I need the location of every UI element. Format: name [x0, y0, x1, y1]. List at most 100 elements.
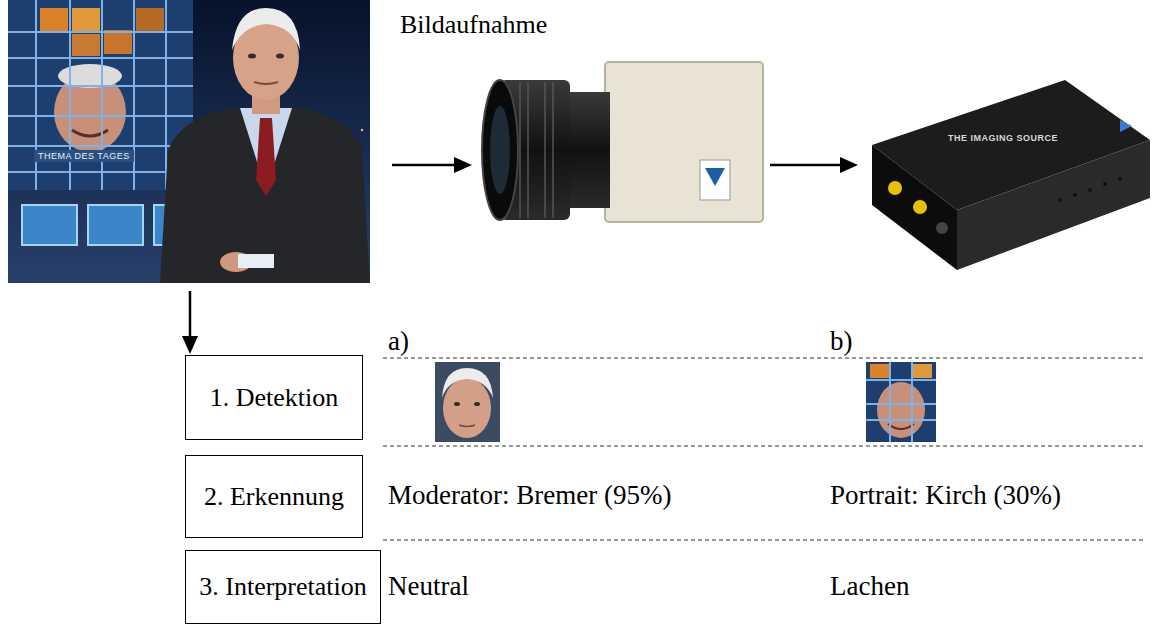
box-label: 2. Erkennung — [204, 482, 344, 512]
arrow-connector — [392, 157, 472, 173]
lens-ring — [552, 82, 554, 218]
thumb-face — [443, 378, 491, 438]
box-led — [1120, 120, 1132, 132]
wall-grid — [8, 0, 193, 190]
arrow-line — [392, 164, 456, 167]
grid-line — [8, 85, 193, 87]
grid-line — [8, 171, 193, 173]
tie — [256, 118, 276, 196]
separators — [383, 358, 1145, 540]
converter-box — [872, 80, 1150, 270]
result-text: Moderator: Bremer (95%) — [388, 480, 671, 511]
monitor — [22, 205, 77, 245]
studio-photo-node: THEMA DES TAGES — [8, 0, 370, 283]
eye — [276, 54, 284, 59]
portrait-hair — [58, 64, 122, 88]
grid-line — [866, 379, 936, 381]
converter-node: THE IMAGING SOURCE — [870, 78, 1150, 273]
arrow-head — [840, 157, 858, 173]
result-text: Portrait: Kirch (30%) — [830, 480, 1061, 511]
process-box: 1. Detektion — [185, 355, 363, 440]
portrait-thumbnail — [866, 362, 936, 442]
camera — [482, 62, 763, 222]
hair — [232, 8, 300, 50]
vent — [1118, 177, 1122, 181]
connector — [888, 181, 902, 195]
suit — [160, 108, 370, 283]
camera-body — [605, 62, 763, 222]
photo-ground — [8, 0, 370, 283]
tile — [136, 8, 164, 32]
thumb-mouth — [888, 424, 914, 429]
column-label: a) — [388, 326, 409, 357]
arrow-line — [770, 164, 842, 167]
vent — [1088, 188, 1092, 192]
studio-photo — [8, 0, 370, 283]
lens-rings — [520, 82, 553, 218]
grid-line — [8, 57, 193, 59]
process-box: 3. Interpretation — [185, 550, 381, 624]
arrow-line — [189, 291, 192, 338]
camera-logo — [705, 168, 725, 186]
camera-logo-plate — [700, 160, 730, 200]
arrow-connector — [770, 157, 858, 173]
thumb-ground — [435, 362, 500, 442]
connector — [936, 222, 948, 234]
thumb-eye — [454, 402, 460, 406]
tile — [40, 8, 68, 32]
result-text: Lachen — [830, 571, 909, 602]
dashed-line — [383, 540, 1145, 541]
lens-ring — [519, 82, 521, 218]
process-box: 2. Erkennung — [185, 455, 363, 538]
dashed-line — [383, 358, 1145, 359]
lens-front — [482, 80, 518, 220]
tile — [72, 34, 100, 56]
grid-line — [866, 403, 936, 405]
video-wall — [8, 0, 193, 190]
grid-line — [911, 362, 913, 442]
monitor — [88, 205, 143, 245]
thumb-mouth — [459, 425, 475, 427]
thumb-eye — [474, 402, 480, 406]
cards — [238, 254, 274, 268]
thumb-hair — [442, 368, 493, 398]
grid-line — [866, 419, 936, 421]
presenter — [160, 8, 370, 283]
photo-banner-text: THEMA DES TAGES — [34, 150, 134, 162]
mouth — [254, 82, 278, 84]
lens-ring — [527, 82, 529, 218]
vent — [1073, 193, 1077, 197]
column-label: b) — [830, 326, 853, 357]
thumb-ground — [866, 362, 936, 442]
thumb-grid — [866, 362, 936, 442]
vents — [1058, 177, 1122, 202]
arrow-head — [454, 157, 472, 173]
grid-line — [165, 0, 167, 190]
lens-glass — [490, 106, 510, 194]
camera-heading: Bildaufnahme — [400, 10, 547, 40]
result-text: Neutral — [388, 571, 469, 602]
light — [361, 129, 363, 131]
box-label: 3. Interpretation — [199, 572, 367, 602]
thumb-tile — [870, 364, 890, 378]
connector — [913, 200, 927, 214]
grid-line — [889, 362, 891, 442]
arrow-head — [182, 336, 198, 354]
box-side — [957, 140, 1150, 270]
box-front — [872, 145, 957, 270]
grid-line — [8, 145, 193, 147]
lens-ring — [544, 82, 546, 218]
thumb-face — [877, 382, 925, 438]
face-thumbnail — [435, 362, 500, 442]
eye — [248, 54, 256, 59]
grid-line — [8, 115, 193, 117]
grid-line — [8, 31, 193, 33]
thumb-tile — [912, 364, 932, 378]
vent — [1103, 182, 1107, 186]
arrow-connector — [182, 291, 198, 354]
vent — [1058, 198, 1062, 202]
tile — [72, 8, 100, 32]
